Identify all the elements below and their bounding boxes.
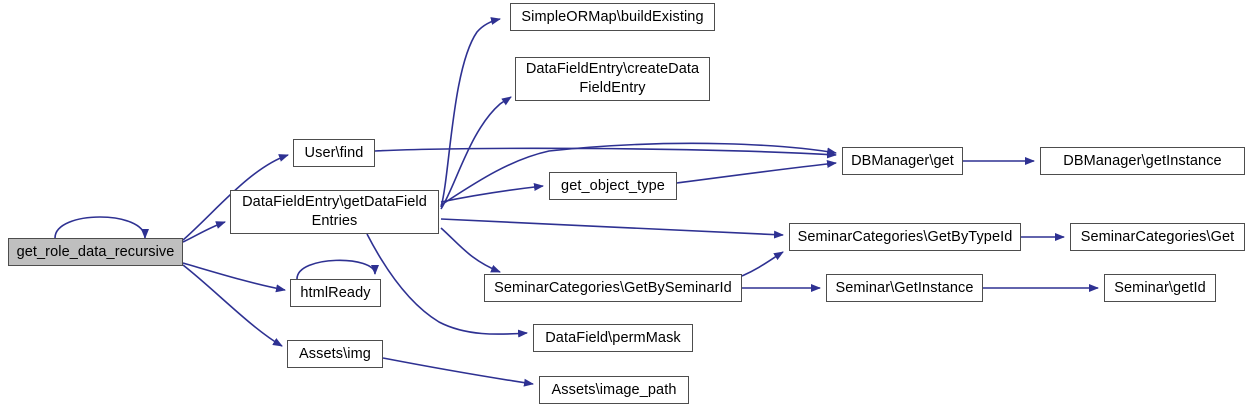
graph-node-label: SimpleORMap\buildExisting	[521, 8, 704, 25]
graph-node-label: DBManager\getInstance	[1063, 152, 1222, 169]
graph-node-getbytypeid[interactable]: SeminarCategories\GetByTypeId	[789, 223, 1021, 251]
graph-node-getbyseminarid[interactable]: SeminarCategories\GetBySeminarId	[484, 274, 742, 302]
graph-node-dbmanagerget[interactable]: DBManager\get	[842, 147, 963, 175]
edge-root-getdatafield	[182, 221, 226, 243]
graph-node-buildexisting[interactable]: SimpleORMap\buildExisting	[510, 3, 715, 31]
edge-htmlready-self	[296, 259, 379, 280]
graph-node-htmlready[interactable]: htmlReady	[290, 279, 381, 307]
edge-root-assetsimg	[182, 264, 283, 347]
edge-getdatafield-buildexisting	[440, 17, 501, 208]
graph-node-seminargetid[interactable]: Seminar\getId	[1104, 274, 1216, 302]
edge-root-self	[54, 216, 149, 239]
edge-assetsimg-imagepath	[382, 357, 534, 387]
edge-getdatafield-createdatafield	[440, 96, 512, 210]
graph-node-root[interactable]: get_role_data_recursive	[8, 238, 183, 266]
graph-node-imagepath[interactable]: Assets\image_path	[539, 376, 689, 404]
graph-node-seminarcatget[interactable]: SeminarCategories\Get	[1070, 223, 1245, 251]
graph-node-label: SeminarCategories\Get	[1080, 228, 1235, 245]
graph-node-label: SeminarCategories\GetBySeminarId	[494, 279, 732, 296]
edge-getobjecttype-dbmanagerget	[676, 159, 837, 184]
graph-node-assetsimg[interactable]: Assets\img	[287, 340, 383, 368]
graph-node-dbmanagerinst[interactable]: DBManager\getInstance	[1040, 147, 1245, 175]
graph-node-label: DataFieldEntry\getDataField Entries	[242, 194, 427, 229]
graph-node-label: htmlReady	[300, 284, 371, 301]
graph-node-label: DBManager\get	[851, 152, 954, 169]
graph-node-userfind[interactable]: User\find	[293, 139, 375, 167]
graph-node-label: get_role_data_recursive	[16, 243, 175, 260]
graph-node-label: DataField\permMask	[545, 329, 681, 346]
graph-node-label: Assets\img	[299, 345, 371, 362]
graph-node-getdatafield[interactable]: DataFieldEntry\getDataField Entries	[230, 190, 439, 234]
edge-userfind-dbmanagerget	[374, 147, 837, 159]
edge-getdatafield-getbytypeid	[440, 218, 784, 239]
edge-getbyseminarid-getbytypeid	[741, 251, 784, 277]
graph-node-label: get_object_type	[561, 177, 665, 194]
graph-node-label: User\find	[304, 144, 364, 161]
graph-node-label: Assets\image_path	[551, 381, 677, 398]
graph-node-label: DataFieldEntry\createData FieldEntry	[525, 61, 700, 96]
edge-getdatafield-getobjecttype	[440, 183, 544, 203]
graph-node-getobjecttype[interactable]: get_object_type	[549, 172, 677, 200]
graph-node-permmask[interactable]: DataField\permMask	[533, 324, 693, 352]
graph-node-label: SeminarCategories\GetByTypeId	[797, 228, 1013, 245]
graph-node-label: Seminar\GetInstance	[835, 279, 974, 296]
graph-node-seminargetinst[interactable]: Seminar\GetInstance	[826, 274, 983, 302]
edge-root-htmlready	[182, 262, 286, 293]
edge-getdatafield-getbyseminarid	[440, 227, 501, 273]
graph-node-label: Seminar\getId	[1114, 279, 1206, 296]
graph-node-createdatafield[interactable]: DataFieldEntry\createData FieldEntry	[515, 57, 710, 101]
